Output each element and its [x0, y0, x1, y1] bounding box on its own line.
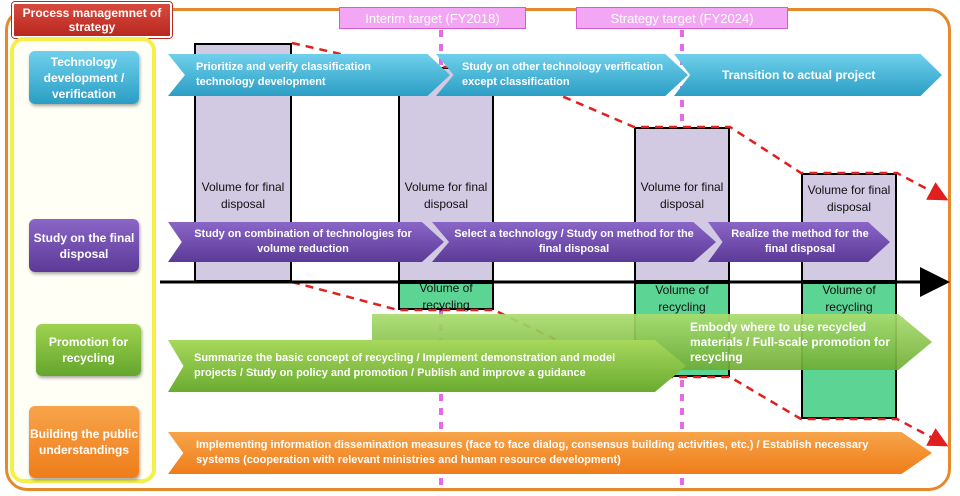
tech-arrow-2: Study on other technology verification e… — [436, 54, 688, 96]
promo-arrow-1-label: Summarize the basic concept of recycling… — [194, 352, 616, 379]
volume-label-3: Volume for final disposal — [640, 180, 724, 211]
study-arrow-1: Study on combination of technologies for… — [168, 222, 444, 262]
public-arrow-label: Implementing information dissemination m… — [196, 439, 869, 466]
recycling-promotion-box: Promotion for recycling — [36, 324, 141, 376]
volume-label-2: Volume for final disposal — [404, 180, 488, 211]
tech-arrow-1-label: Prioritize and verify classification tec… — [196, 61, 371, 88]
upper-trend-line — [291, 41, 949, 201]
volume-label-1: Volume for final disposal — [201, 180, 285, 211]
tech-arrow-3-label: Transition to actual project — [722, 67, 876, 82]
study-arrow-1-label: Study on combination of technologies for… — [194, 228, 412, 255]
recycling-label-2: Volume of recycling — [419, 281, 473, 312]
promo-arrow-1: Summarize the basic concept of recycling… — [168, 340, 686, 392]
public-arrow: Implementing information dissemination m… — [168, 432, 932, 474]
strategy-target-label: Strategy target (FY2024) — [576, 7, 788, 29]
public-understanding-box: Building the public understandings — [29, 406, 139, 478]
recycling-label-3: Volume of recycling — [655, 283, 709, 314]
tech-development-box: Technology development / verification — [29, 51, 139, 104]
study-arrow-2: Select a technology / Study on method fo… — [432, 222, 716, 262]
study-arrow-3: Realize the method for the final disposa… — [708, 222, 890, 262]
study-arrow-2-label: Select a technology / Study on method fo… — [454, 228, 694, 255]
recycling-label-4: Volume of recycling — [822, 283, 876, 314]
study-arrow-3-label: Realize the method for the final disposa… — [731, 228, 869, 255]
tech-arrow-3: Transition to actual project — [674, 54, 942, 96]
page-title: Process managemnet of strategy — [12, 2, 172, 38]
volume-label-4: Volume for final disposal — [807, 183, 891, 214]
promo-arrow-2-label: Embody where to use recycled materials /… — [690, 319, 891, 364]
final-disposal-study-box: Study on the final disposal — [29, 219, 139, 272]
tech-arrow-2-label: Study on other technology verification e… — [462, 61, 664, 88]
tech-arrow-1: Prioritize and verify classification tec… — [168, 54, 450, 96]
recycling-bar-2 — [398, 282, 494, 310]
interim-target-label: Interim target (FY2018) — [339, 7, 526, 29]
lower-trend-line — [291, 280, 949, 447]
